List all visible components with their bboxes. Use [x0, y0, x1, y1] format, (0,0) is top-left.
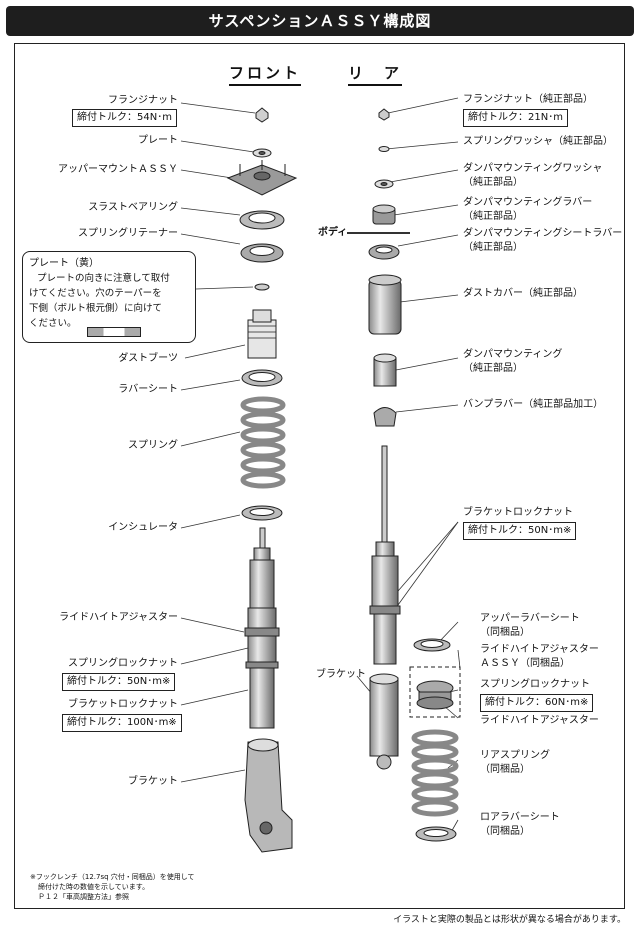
page-title: サスペンションＡＳＳＹ構成図	[6, 6, 634, 36]
rear-damper-mount-sub: （純正部品）	[463, 363, 523, 374]
front-flange-torque: 締付トルク：54N･m	[72, 109, 177, 127]
front-spring-retainer-label: スプリングリテーナー	[78, 228, 178, 239]
rear-damper-rubber-sub: （純正部品）	[463, 211, 523, 222]
front-dust-boot-label: ダストブーツ	[118, 353, 178, 364]
rear-bracket-lock-nut-label: ブラケットロックナット	[463, 507, 573, 518]
front-insulator-label: インシュレータ	[108, 522, 178, 533]
rear-rha-assy-sub: ＡＳＳＹ（同梱品）	[480, 658, 570, 669]
plate-diagram-icon	[87, 327, 141, 337]
front-spring-lock-torque: 締付トルク：50N･m※	[62, 673, 176, 691]
rear-spring-washer-label: スプリングワッシャ（純正部品）	[463, 136, 613, 147]
front-bracket-label: ブラケット	[128, 776, 178, 787]
diagram-frame	[14, 43, 625, 909]
rear-bracket-label: ブラケット	[316, 669, 366, 680]
front-bracket-lock-torque: 締付トルク：100N･m※	[62, 714, 182, 732]
rear-damper-rubber-label: ダンパマウンティングラバー	[463, 197, 593, 208]
plate-note-line-1: プレートの向きに注意して取付	[37, 273, 170, 284]
rear-spring-lock-torque: 締付トルク：60N･m※	[480, 694, 594, 712]
front-upper-mount-label: アッパーマウントＡＳＳＹ	[58, 164, 178, 175]
front-thrust-bearing-label: スラストベアリング	[88, 202, 178, 213]
rear-lower-rubber-label: ロアラバーシート	[480, 812, 560, 823]
plate-note-line-4: ください。	[29, 318, 77, 329]
rear-seat-rubber-sub: （純正部品）	[463, 242, 523, 253]
rear-spring-lock-nut-label: スプリングロックナット	[480, 679, 590, 690]
front-spring-lock-nut-label: スプリングロックナット	[68, 658, 178, 669]
front-rubber-seat-label: ラバーシート	[118, 384, 178, 395]
rear-bump-rubber-label: バンプラバー（純正部品加工）	[463, 399, 604, 410]
rear-upper-rubber-label: アッパーラバーシート	[480, 613, 580, 624]
front-spring-label: スプリング	[128, 440, 178, 451]
rear-section-title: リ ア	[348, 62, 403, 86]
rear-seat-rubber-label: ダンパマウンティングシートラバー	[463, 228, 623, 239]
front-plate-label: プレート	[138, 135, 178, 146]
rear-damper-washer-label: ダンパマウンティングワッシャ	[463, 163, 603, 174]
plate-note: プレート（黄） プレートの向きに注意して取付 けてください。穴のテーパーを 下側…	[22, 251, 196, 343]
rear-dust-cover-label: ダストカバー（純正部品）	[463, 288, 583, 299]
front-ride-height-adjuster-label: ライドハイトアジャスター	[59, 612, 178, 623]
rear-upper-rubber-sub: （同梱品）	[480, 627, 530, 638]
rear-body-label: ボディ	[318, 227, 348, 238]
front-flange-nut-label: フランジナット	[108, 95, 178, 106]
rear-bracket-lock-torque: 締付トルク：50N･m※	[463, 522, 577, 540]
rear-lower-rubber-sub: （同梱品）	[480, 826, 530, 837]
rear-damper-washer-sub: （純正部品）	[463, 177, 523, 188]
rear-spring-label: リアスプリング	[480, 750, 550, 761]
plate-note-line-3: 下側（ボルト根元側）に向けて	[29, 303, 163, 314]
rear-rha-assy-label: ライドハイトアジャスター	[480, 644, 599, 655]
footnote-line-3: Ｐ１２「車高調整方法」参照	[38, 893, 129, 901]
rear-ride-height-adjuster-label: ライドハイトアジャスター	[480, 715, 599, 726]
footnote-line-2: 締付けた時の数値を示しています。	[38, 883, 150, 891]
rear-flange-torque: 締付トルク：21N･m	[463, 109, 568, 127]
rear-flange-nut-label: フランジナット（純正部品）	[463, 94, 593, 105]
front-bracket-lock-nut-label: ブラケットロックナット	[68, 699, 178, 710]
plate-note-title: プレート（黄）	[29, 258, 99, 269]
plate-note-line-2: けてください。穴のテーパーを	[29, 288, 162, 299]
footnote-line-1: ※フックレンチ（12.7sq 穴付・同梱品）を使用して	[30, 873, 195, 881]
rear-spring-sub: （同梱品）	[480, 764, 530, 775]
rear-damper-mount-label: ダンパマウンティング	[463, 349, 563, 360]
front-section-title: フロント	[229, 62, 302, 86]
disclaimer: イラストと実際の製品とは形状が異なる場合があります。	[393, 915, 626, 925]
